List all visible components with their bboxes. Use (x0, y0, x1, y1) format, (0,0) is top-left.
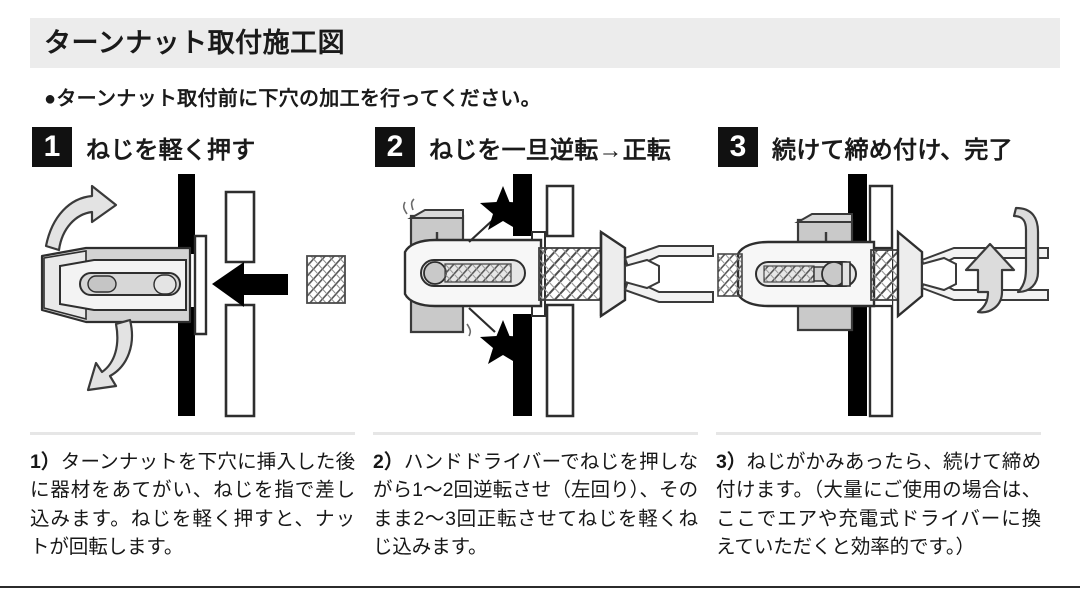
caption-divider-1 (30, 432, 355, 435)
caption-column-3: 3）ねじがかみあったら、続けて締め付けます。（大量にご使用の場合は、ここでエアや… (716, 432, 1059, 562)
step-captions: 1）ターンナットを下穴に挿入した後に器材をあてがい、ねじを指で差し込みます。ねじ… (30, 432, 1060, 562)
bottom-rule (0, 586, 1080, 588)
caption-column-1: 1）ターンナットを下穴に挿入した後に器材をあてがい、ねじを指で差し込みます。ねじ… (30, 432, 373, 562)
screw-head-2 (599, 229, 627, 319)
caption-column-2: 2）ハンドドライバーでねじを押しながら1〜2回逆転させ（左回り）、そのまま2〜3… (373, 432, 716, 562)
driver-bit-2 (623, 245, 714, 303)
lead-note: ●ターンナット取付前に下穴の加工を行ってください。 (44, 88, 541, 110)
step-panel-2: 2 ねじを一旦逆転→正転 (373, 124, 716, 424)
caption-text-1: 1）ターンナットを下穴に挿入した後に器材をあてがい、ねじを指で差し込みます。ねじ… (30, 448, 355, 562)
rotation-arrow-up-1 (44, 184, 118, 252)
caption-text-3: 3）ねじがかみあったら、続けて締め付けます。（大量にご使用の場合は、ここでエアや… (716, 448, 1041, 562)
caption-divider-3 (716, 432, 1041, 435)
mount-bracket-1 (224, 190, 256, 418)
caption-text-2: 2）ハンドドライバーでねじを押しながら1〜2回逆転させ（左回り）、そのまま2〜3… (373, 448, 698, 562)
step-number-badge-2: 2 (375, 127, 415, 167)
step-title-2: ねじを一旦逆転→正転 (429, 136, 671, 164)
caption-lead-3: 3） (716, 451, 747, 473)
nut-barrel-3 (736, 240, 876, 308)
step-panels: 1 ねじを軽く押す (30, 124, 1060, 424)
rotation-arrow-down-1 (86, 318, 134, 392)
caption-lead-2: 2） (373, 451, 404, 473)
screw-thread-1 (306, 255, 346, 304)
figure-title-band: ターンナット取付施工図 (30, 18, 1060, 68)
caption-lead-1: 1） (30, 451, 61, 473)
step-illustration-2 (373, 174, 716, 420)
star-marker-top-2 (468, 186, 526, 243)
step-number-badge-3: 3 (718, 127, 758, 167)
caption-body-1: ターンナットを下穴に挿入した後に器材をあてがい、ねじを指で差し込みます。ねじを軽… (30, 451, 355, 559)
driver-bit-3 (920, 247, 1049, 301)
star-marker-bottom-2 (468, 307, 526, 364)
step-2-header: 2 ねじを一旦逆転→正転 (373, 124, 716, 170)
turn-nut-body-1 (40, 246, 192, 324)
tightening-rotation-arrow-3 (964, 206, 1040, 314)
page-title: ターンナット取付施工図 (44, 27, 346, 58)
step-title-1: ねじを軽く押す (86, 136, 256, 164)
nut-barrel-2 (403, 238, 543, 308)
screw-shaft-2 (538, 247, 602, 301)
step-3-header: 3 続けて締め付け、完了 (716, 124, 1059, 170)
screw-tip-3 (717, 253, 743, 297)
caption-body-3: ねじがかみあったら、続けて締め付けます。（大量にご使用の場合は、ここでエアや充電… (716, 451, 1041, 559)
step-number-badge-1: 1 (32, 127, 72, 167)
caption-body-2: ハンドドライバーでねじを押しながら1〜2回逆転させ（左回り）、そのまま2〜3回正… (373, 451, 698, 559)
step-panel-1: 1 ねじを軽く押す (30, 124, 373, 424)
step-title-3: 続けて締め付け、完了 (772, 136, 1013, 164)
step-illustration-1 (30, 174, 373, 420)
caption-divider-2 (373, 432, 698, 435)
bracket-plate-1 (193, 234, 208, 336)
step-panel-3: 3 続けて締め付け、完了 (716, 124, 1059, 424)
screw-head-3 (896, 229, 924, 319)
insertion-arrow-1 (212, 262, 288, 307)
step-1-header: 1 ねじを軽く押す (30, 124, 373, 170)
step-illustration-3 (716, 174, 1059, 420)
